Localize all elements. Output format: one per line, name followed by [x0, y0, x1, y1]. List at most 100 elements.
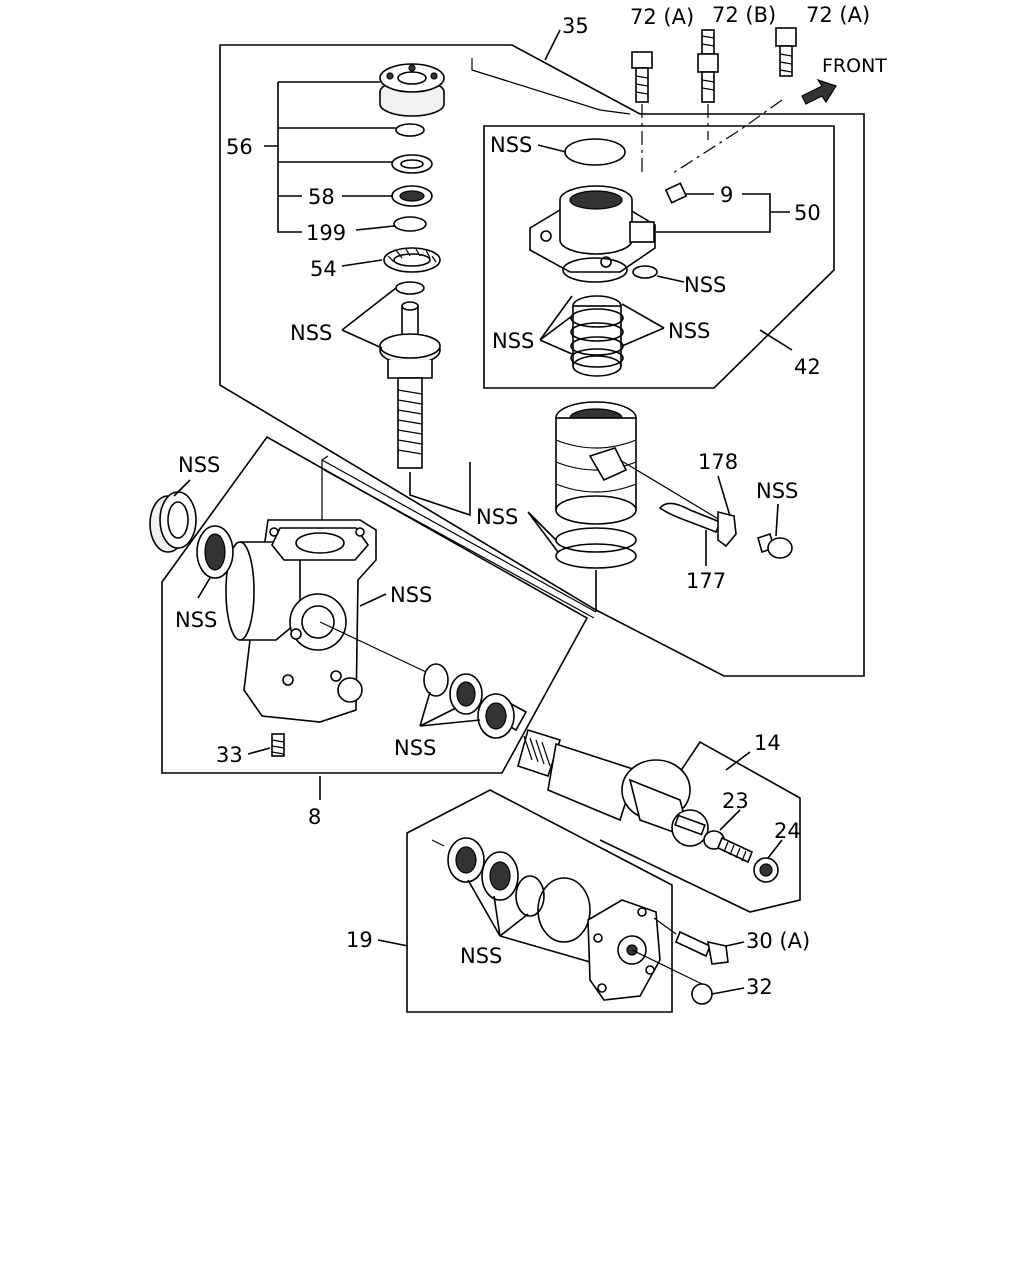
label-nss-rings-left: NSS: [492, 329, 534, 353]
bolt-leader-lines: [641, 99, 783, 176]
label-42: 42: [794, 355, 821, 379]
leader-nss-piston: [527, 511, 559, 553]
label-14: 14: [754, 731, 781, 755]
label-nss-cover: NSS: [460, 944, 502, 968]
gear-housing: [225, 519, 377, 723]
leader-nss-seal: [537, 144, 567, 153]
label-178: 178: [698, 450, 738, 474]
leader-35: [544, 29, 561, 61]
bolt-72b: [697, 29, 719, 103]
label-56: 56: [226, 135, 253, 159]
label-54: 54: [310, 257, 337, 281]
group-35-divider: [471, 58, 631, 115]
label-72b: 72 (B): [712, 3, 776, 27]
housing-seal-nss: [149, 491, 197, 553]
label-32: 32: [746, 975, 773, 999]
leader-33: [247, 747, 271, 755]
group-14-bracket: [599, 740, 801, 913]
piston-ring-b: [555, 543, 637, 569]
leader-nss-housing-ring: [197, 577, 211, 599]
label-24: 24: [774, 819, 801, 843]
cover-seal-nss: [481, 851, 519, 901]
group-42-outline: [483, 125, 835, 389]
seal-58: [391, 185, 433, 207]
leader-nss-housing-seal: [173, 479, 191, 497]
label-30a: 30 (A): [746, 929, 810, 953]
front-arrow-icon: [801, 78, 837, 105]
label-177: 177: [686, 569, 726, 593]
top-plug: [379, 63, 445, 117]
leader-50: [656, 193, 790, 233]
bore-ring-nss: [423, 663, 449, 697]
leader-14: [725, 751, 751, 771]
leader-nss-cover: [467, 879, 591, 963]
piston-ball-leader: [619, 459, 721, 521]
label-33: 33: [216, 743, 243, 767]
bolt-30a: [674, 930, 729, 965]
label-nss-rings-right: NSS: [668, 319, 710, 343]
label-front: FRONT: [822, 55, 887, 77]
leader-30a: [725, 941, 745, 947]
needle-bearing-nss: [477, 693, 528, 739]
oring-56: [395, 123, 425, 137]
leader-23: [719, 809, 741, 831]
label-50: 50: [794, 201, 821, 225]
bore-seal-nss: [449, 673, 483, 715]
label-8: 8: [308, 805, 321, 829]
label-nss-seal-top: NSS: [490, 133, 532, 157]
piston-ring-a: [555, 527, 637, 553]
stud-33: [271, 733, 285, 757]
leader-nss-housing: [359, 593, 387, 607]
worm-shaft: [379, 301, 441, 469]
valve-housing: [529, 185, 656, 273]
valve-spool: [570, 295, 624, 377]
leader-54: [341, 259, 383, 267]
label-nss-piston: NSS: [476, 505, 518, 529]
leader-nss-bolt: [775, 503, 779, 537]
label-nss-bearings: NSS: [394, 736, 436, 760]
label-199: 199: [306, 221, 346, 245]
label-19: 19: [346, 928, 373, 952]
group-19-outline: [406, 789, 673, 1013]
bolt-nss-right: [757, 532, 793, 559]
nut-32: [691, 983, 713, 1005]
label-23: 23: [722, 789, 749, 813]
housing-leader-long: [321, 455, 597, 613]
shaft-leader: [409, 462, 471, 517]
sector-shaft-14: [517, 728, 709, 847]
group-8-outline: [161, 435, 589, 774]
leader-nss-rings: [539, 295, 665, 355]
label-nss-shaft: NSS: [290, 321, 332, 345]
label-nss-oring: NSS: [684, 273, 726, 297]
leader-42: [759, 329, 793, 351]
side-cover: [587, 899, 661, 1001]
housing-ring-nss: [196, 525, 234, 579]
cover-leaders: [431, 839, 703, 985]
leader-nss-shaft: [341, 287, 397, 349]
group-35-outline: [219, 44, 865, 677]
nut-24: [753, 857, 779, 883]
leader-199: [355, 225, 395, 231]
label-9: 9: [720, 183, 733, 207]
washer-56: [391, 154, 433, 174]
screw-23: [703, 830, 754, 864]
label-nss-bolt: NSS: [756, 479, 798, 503]
oring-54: [395, 281, 425, 295]
label-nss-housing-seal: NSS: [178, 453, 220, 477]
clamp-178: [717, 510, 737, 548]
leader-24: [767, 839, 783, 859]
housing-leader-parallel: [323, 469, 595, 619]
ring-199: [393, 216, 427, 232]
cover-oring-nss: [537, 877, 591, 943]
leader-nss-oring: [656, 275, 685, 283]
label-35: 35: [562, 14, 589, 38]
leader-178: [717, 475, 731, 517]
leader-32: [711, 987, 745, 995]
label-58: 58: [308, 185, 335, 209]
label-72a-right: 72 (A): [806, 3, 870, 27]
bolt-72a-right: [775, 27, 797, 77]
bore-leader: [319, 621, 427, 673]
oring-small-nss: [632, 265, 658, 279]
